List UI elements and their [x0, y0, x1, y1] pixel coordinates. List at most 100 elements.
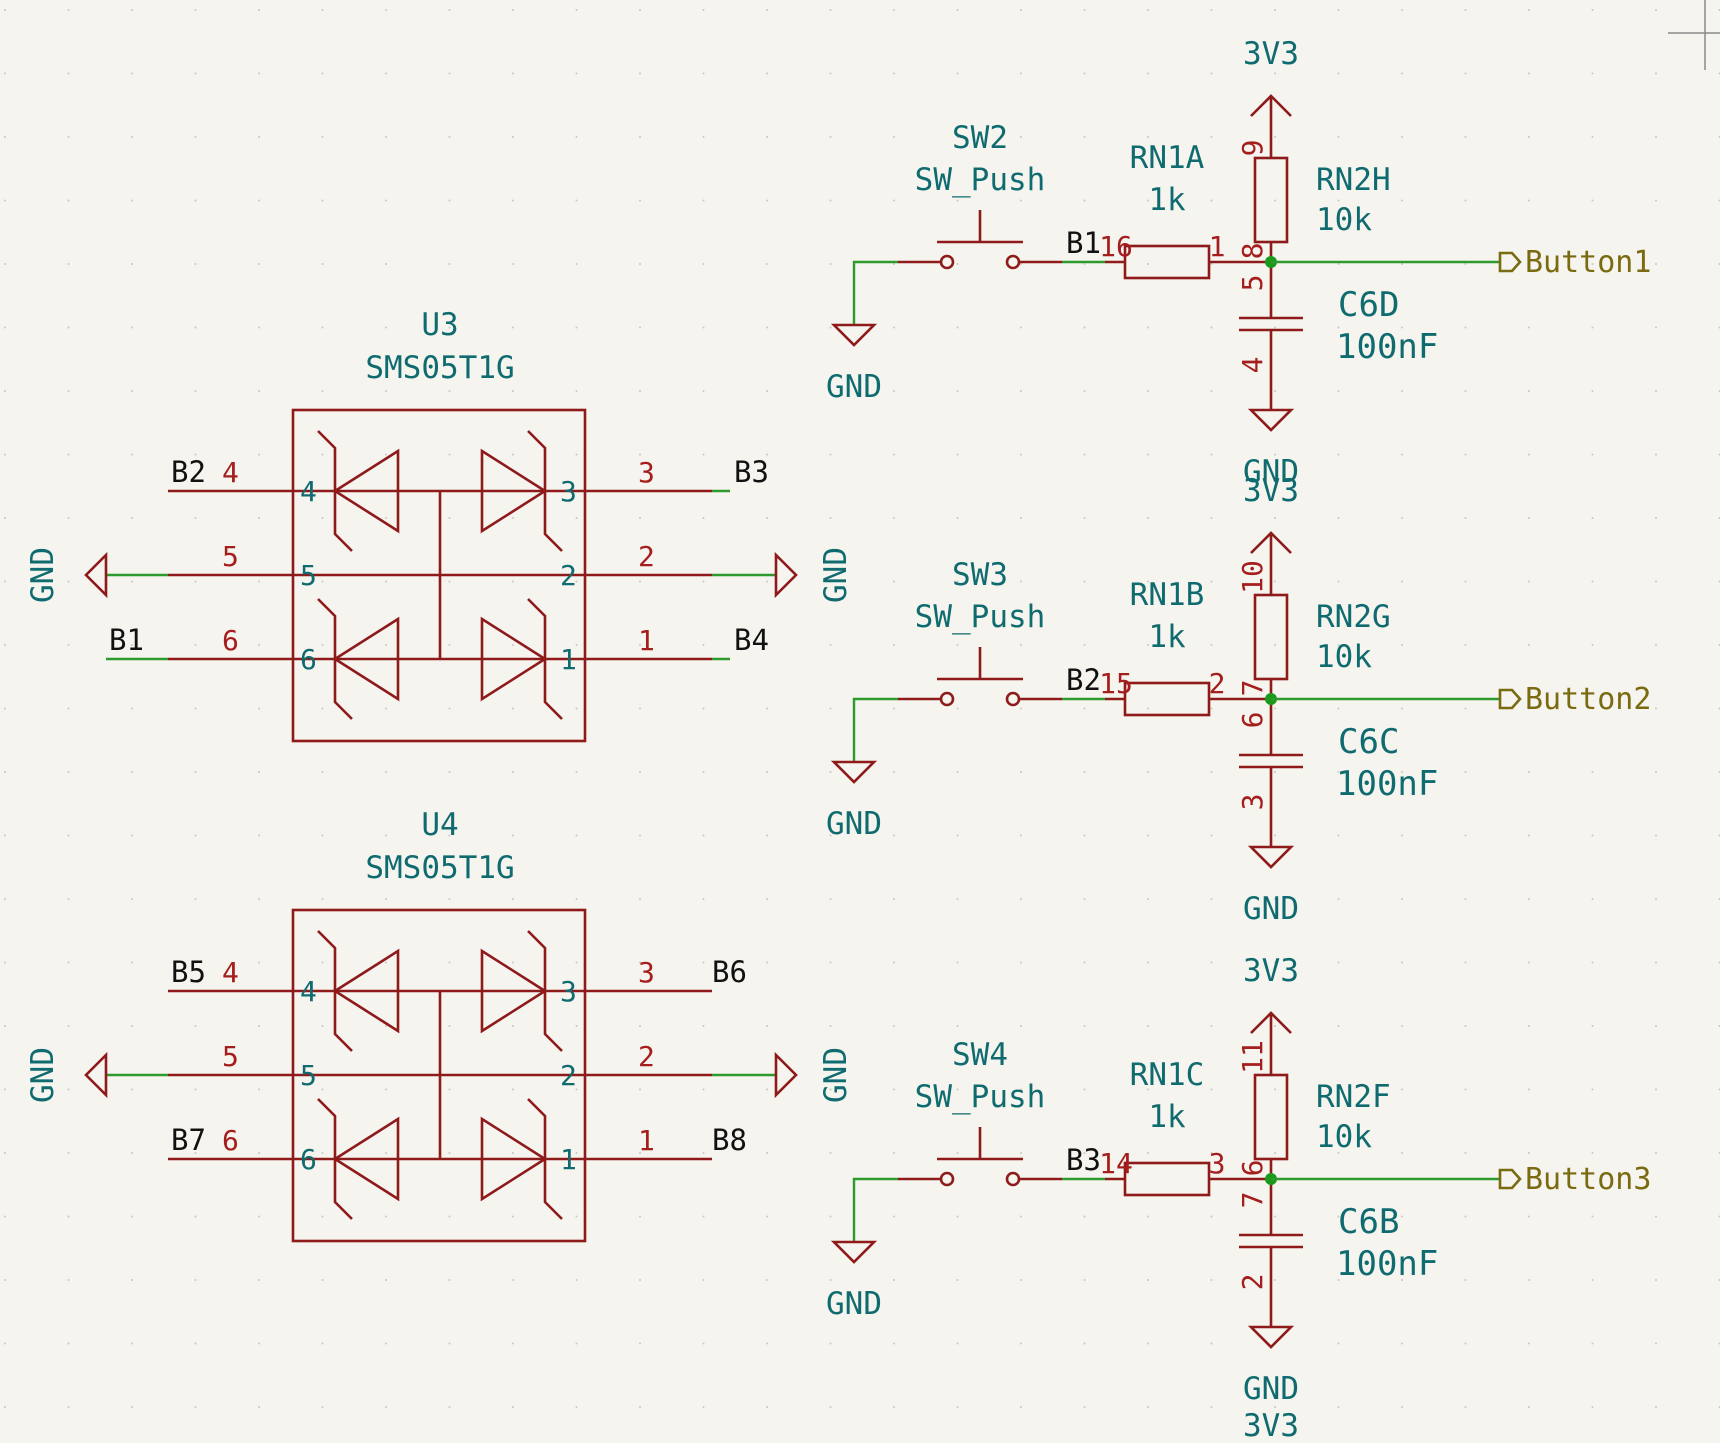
u4-gnd-left-symbol[interactable]: GND [25, 1047, 108, 1103]
cap-reference: C6B [1338, 1202, 1399, 1242]
output-label-text: Button1 [1525, 245, 1651, 280]
u4-gnd-right-symbol[interactable]: GND [774, 1047, 854, 1103]
u3-diode-bottom-left [317, 598, 400, 720]
u3-inner-pin2: 2 [560, 559, 577, 592]
output-label-text: Button2 [1525, 682, 1651, 717]
pullup-reference: RN2G [1316, 599, 1391, 635]
rn1-pin-b: 1 [1209, 230, 1226, 263]
u3-inner-pin1: 1 [560, 643, 577, 676]
rn1-resistor-symbol [1105, 1161, 1271, 1197]
rn1-pin-a: 14 [1099, 1147, 1133, 1180]
u3-net-label-pin4[interactable]: B2 [171, 455, 206, 489]
u3-outer-pin5: 5 [222, 540, 239, 573]
u3-diode-top-right [480, 430, 563, 552]
b-net-label[interactable]: B2 [1066, 663, 1101, 697]
u3-net-label-pin3[interactable]: B3 [734, 455, 769, 489]
u3-gnd-left-label: GND [25, 547, 61, 603]
switch-gnd-label: GND [826, 1286, 882, 1322]
pullup-pin-top: 10 [1236, 560, 1269, 594]
switch-gnd-wire [852, 1177, 898, 1242]
u4-net-label-pin6[interactable]: B7 [171, 1123, 206, 1157]
vcc-symbol[interactable]: 3V3 [1243, 953, 1299, 1075]
u3-reference: U3 [421, 307, 458, 343]
cap-reference: C6C [1338, 722, 1399, 762]
u4-inner-pin6: 6 [300, 1143, 317, 1176]
u4-net-label-pin1[interactable]: B8 [712, 1123, 747, 1157]
cap-gnd-label: GND [1243, 1371, 1299, 1407]
output-global-label[interactable]: Button2 [1498, 682, 1651, 717]
button-stage-2[interactable]: SW3 SW_Push GND B2 RN1B 1k 15 2 3V3 [826, 473, 1651, 927]
u4-diode-top-right [480, 930, 563, 1052]
u4-gnd-right-label: GND [818, 1047, 854, 1103]
u4-outer-pin6: 6 [222, 1124, 239, 1157]
cap-gnd-symbol[interactable]: GND [1243, 1325, 1299, 1407]
vcc-symbol[interactable]: 3V3 [1243, 36, 1299, 158]
rn1-value: 1k [1148, 1099, 1186, 1135]
rn1-reference: RN1C [1130, 1057, 1205, 1093]
u4-inner-pin2: 2 [560, 1059, 577, 1092]
capacitor-symbol [1239, 1179, 1303, 1327]
pullup-pin-bot: 6 [1236, 1160, 1269, 1177]
partial-vcc-label: 3V3 [1243, 1408, 1299, 1438]
b-net-label[interactable]: B3 [1066, 1143, 1101, 1177]
sw-reference: SW2 [952, 120, 1008, 156]
u4-value: SMS05T1G [365, 850, 514, 886]
sw-value: SW_Push [915, 599, 1046, 635]
rn1-pin-a: 15 [1099, 667, 1133, 700]
output-global-label[interactable]: Button3 [1498, 1162, 1651, 1197]
rn1-value: 1k [1148, 182, 1186, 218]
rn1-value: 1k [1148, 619, 1186, 655]
u4-outer-pin5: 5 [222, 1040, 239, 1073]
pullup-value: 10k [1316, 639, 1372, 675]
u3-net-label-pin6[interactable]: B1 [109, 623, 144, 657]
switch-gnd-label: GND [826, 369, 882, 405]
button-stage-3[interactable]: SW4 SW_Push GND B3 RN1C 1k 14 3 3V3 [826, 953, 1651, 1407]
cap-pin-bot: 3 [1236, 794, 1269, 811]
u3-inner-pin4: 4 [300, 475, 317, 508]
output-global-label[interactable]: Button1 [1498, 245, 1651, 280]
u3-gnd-right-label: GND [818, 547, 854, 603]
cap-value: 100nF [1336, 1244, 1438, 1284]
switch-gnd-symbol[interactable]: GND [826, 1240, 882, 1322]
u3-outer-pin1: 1 [638, 624, 655, 657]
switch-gnd-wire [852, 697, 898, 762]
capacitor-symbol [1239, 699, 1303, 847]
u3-outer-pin3: 3 [638, 456, 655, 489]
u3-outer-pin6: 6 [222, 624, 239, 657]
u3-inner-pin6: 6 [300, 643, 317, 676]
u3-net-label-pin1[interactable]: B4 [734, 623, 769, 657]
u3-value: SMS05T1G [365, 350, 514, 386]
u4-net-label-pin3[interactable]: B6 [712, 955, 747, 989]
capacitor-symbol [1239, 262, 1303, 410]
u4-diode-top-left [317, 930, 400, 1052]
u4-inner-pin1: 1 [560, 1143, 577, 1176]
switch-gnd-symbol[interactable]: GND [826, 760, 882, 842]
cap-gnd-symbol[interactable]: GND [1243, 408, 1299, 490]
cap-gnd-symbol[interactable]: GND [1243, 845, 1299, 927]
rn1-pin-b: 2 [1209, 667, 1226, 700]
u3-outer-pin4: 4 [222, 456, 239, 489]
u3-gnd-left-symbol[interactable]: GND [25, 547, 108, 603]
u3-gnd-right-symbol[interactable]: GND [774, 547, 854, 603]
u4-inner-pin4: 4 [300, 975, 317, 1008]
switch-gnd-symbol[interactable]: GND [826, 323, 882, 405]
vcc-symbol[interactable]: 3V3 [1243, 473, 1299, 595]
cap-gnd-label: GND [1243, 454, 1299, 490]
rn1-reference: RN1A [1130, 140, 1205, 176]
button-stage-1[interactable]: SW2 SW_Push GND B1 RN1A 1k 16 1 3V3 [826, 36, 1651, 490]
u4-gnd-left-label: GND [25, 1047, 61, 1103]
tvs-array-u3[interactable]: U3 SMS05T1G [25, 307, 854, 743]
rn1-resistor-symbol [1105, 244, 1271, 280]
u4-diode-bottom-right [480, 1098, 563, 1220]
tvs-array-u4[interactable]: U4 SMS05T1G 4 5 6 3 [25, 807, 854, 1243]
u4-net-label-pin4[interactable]: B5 [171, 955, 206, 989]
cap-gnd-label: GND [1243, 891, 1299, 927]
pullup-pin-bot: 8 [1236, 243, 1269, 260]
u3-inner-pin5: 5 [300, 559, 317, 592]
b-net-label[interactable]: B1 [1066, 226, 1101, 260]
rn1-pin-a: 16 [1099, 230, 1133, 263]
u4-diode-bottom-left [317, 1098, 400, 1220]
